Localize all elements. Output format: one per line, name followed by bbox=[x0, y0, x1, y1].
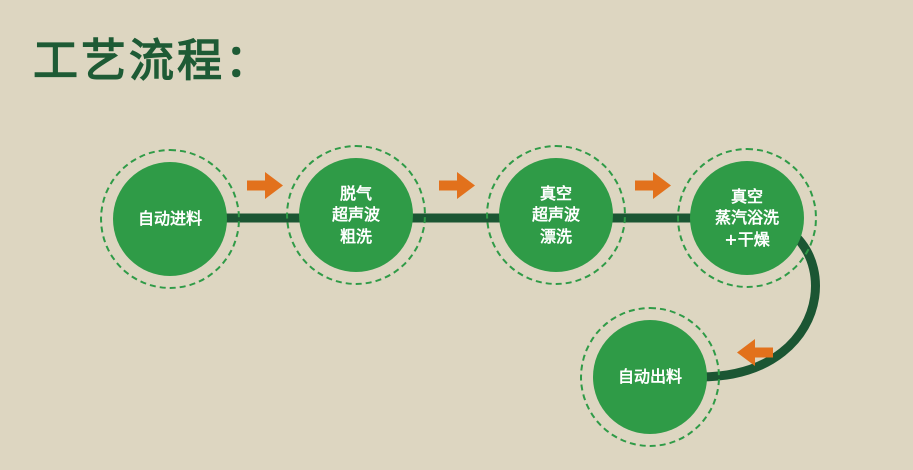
flow-node-vacuum-steam-bath-dry: 真空 蒸汽浴洗 +干燥 bbox=[677, 148, 817, 288]
page-title: 工艺流程： bbox=[33, 34, 274, 87]
arrow-left-icon bbox=[737, 339, 773, 366]
node-label: 漂洗 bbox=[539, 226, 572, 246]
node-label: 脱气 bbox=[339, 183, 372, 203]
node-circle-vacuum-rinse: 真空 超声波 漂洗 bbox=[499, 158, 613, 272]
node-label: 自动出料 bbox=[617, 367, 682, 387]
node-label: 真空 bbox=[539, 183, 572, 203]
node-circle-auto-feed: 自动进料 bbox=[113, 162, 227, 276]
node-label: 真空 bbox=[730, 186, 763, 206]
arrow-right-icon bbox=[247, 172, 283, 199]
node-circle-degas: 脱气 超声波 粗洗 bbox=[299, 158, 413, 272]
node-circle-auto-discharge: 自动出料 bbox=[593, 320, 707, 434]
node-label: 蒸汽浴洗 bbox=[714, 208, 779, 228]
node-label: +干燥 bbox=[724, 229, 770, 249]
node-label: 超声波 bbox=[331, 205, 380, 225]
flow-node-auto-feed: 自动进料 bbox=[100, 149, 240, 289]
flow-node-degas-ultrasonic-rough-wash: 脱气 超声波 粗洗 bbox=[286, 145, 426, 285]
flow-node-auto-discharge: 自动出料 bbox=[580, 307, 720, 447]
arrow-right-icon bbox=[439, 172, 475, 199]
node-circle-steam-dry: 真空 蒸汽浴洗 +干燥 bbox=[690, 161, 804, 275]
node-label: 粗洗 bbox=[339, 226, 372, 246]
node-label: 自动进料 bbox=[137, 209, 202, 229]
node-label: 超声波 bbox=[531, 205, 580, 225]
arrow-right-icon bbox=[635, 172, 671, 199]
flow-node-vacuum-ultrasonic-rinse: 真空 超声波 漂洗 bbox=[486, 145, 626, 285]
